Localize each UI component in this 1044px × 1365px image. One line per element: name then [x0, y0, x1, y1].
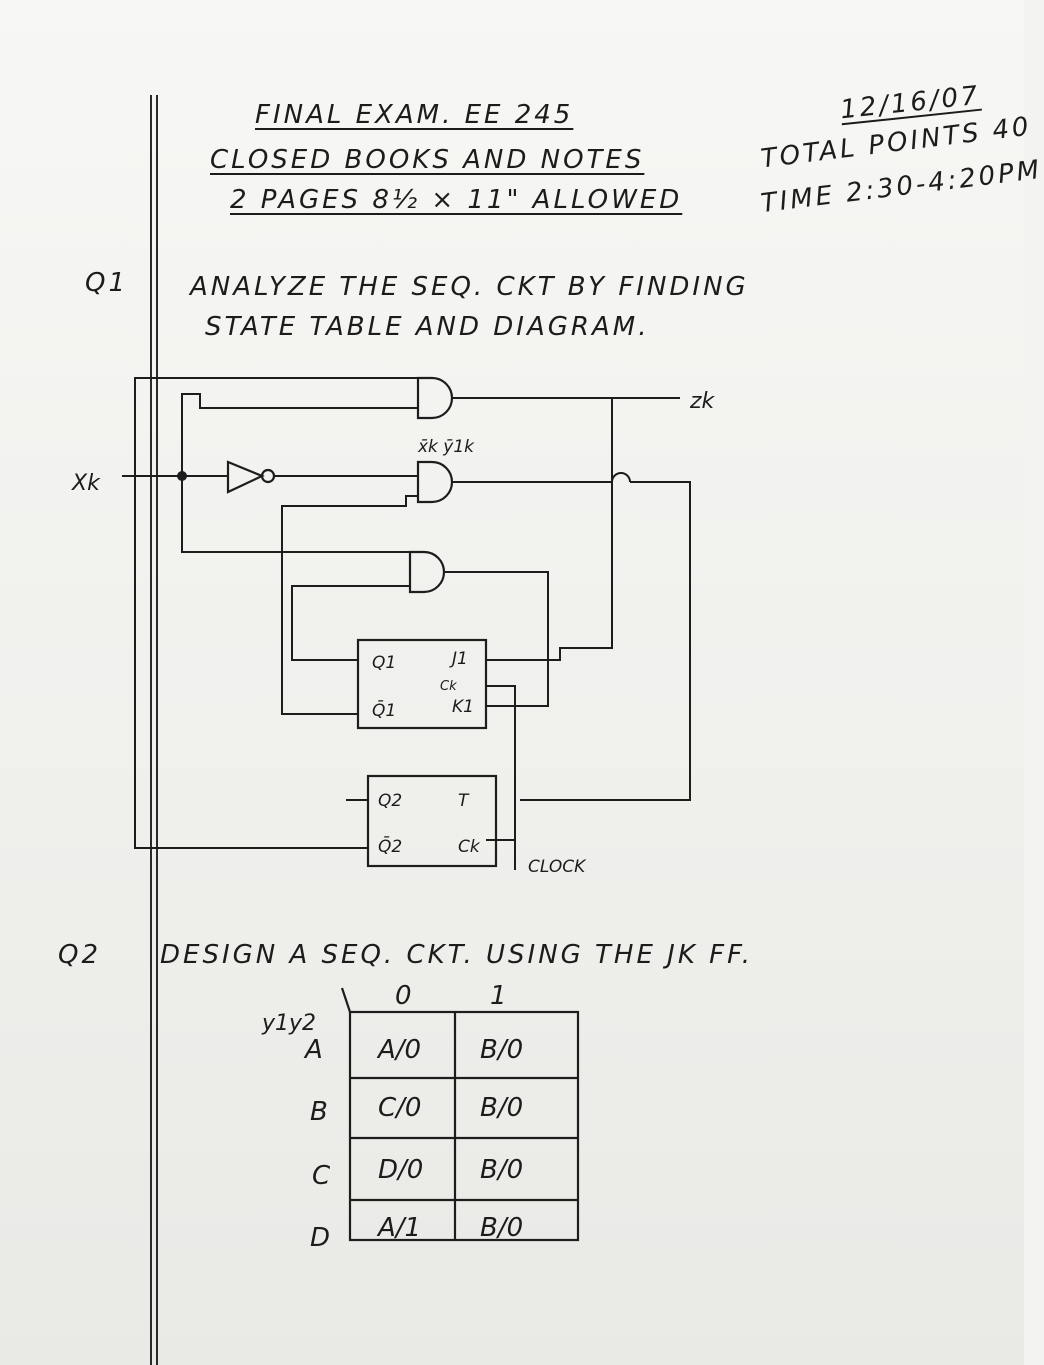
- and-gate-1: [416, 376, 454, 420]
- closed-books-note: CLOSED BOOKS AND NOTES: [210, 145, 645, 175]
- q2-label: Q2: [58, 940, 102, 970]
- ff2-ck-label: Ck: [458, 837, 481, 857]
- cell-d-1: B/0: [480, 1213, 523, 1243]
- table-corner-label: y1y2: [261, 1011, 316, 1036]
- table-col-1: 1: [490, 981, 507, 1011]
- inverter: [226, 460, 265, 494]
- cell-d-0: A/1: [376, 1213, 421, 1243]
- ff1-ck-label: Ck: [440, 679, 457, 694]
- cell-b-1: B/0: [480, 1093, 523, 1123]
- q1-line1: ANALYZE THE SEQ. CKT BY FINDING: [190, 272, 749, 302]
- input-label: Xk: [71, 471, 101, 496]
- flip-flop-1: [356, 638, 488, 730]
- ff1-k-label: K1: [452, 697, 474, 717]
- row-state-a: A: [303, 1035, 323, 1065]
- and-gate-2: [416, 460, 454, 504]
- ff1-j-label: J1: [449, 649, 468, 669]
- ff1-q-label: Q1: [372, 653, 396, 673]
- cell-c-0: D/0: [378, 1155, 423, 1185]
- cell-c-1: B/0: [480, 1155, 523, 1185]
- clock-line: [486, 685, 516, 870]
- row-state-d: D: [310, 1223, 330, 1253]
- q1-line2: STATE TABLE AND DIAGRAM.: [205, 312, 650, 342]
- ff2-qbar-label: Q̄2: [378, 835, 402, 857]
- ff2-q-label: Q2: [378, 791, 402, 811]
- flip-flop-2: [366, 774, 498, 868]
- output-label: zk: [689, 389, 716, 414]
- gate2-term-label: x̄k ȳ1k: [417, 437, 475, 457]
- ff2-t-label: T: [458, 791, 470, 811]
- row-state-b: B: [310, 1097, 328, 1127]
- q2-text: DESIGN A SEQ. CKT. USING THE JK FF.: [160, 940, 753, 970]
- row-state-c: C: [312, 1161, 331, 1191]
- cell-a-0: A/0: [376, 1035, 421, 1065]
- q1-label: Q1: [85, 268, 129, 298]
- table-col-0: 0: [395, 981, 412, 1011]
- cell-b-0: C/0: [378, 1093, 421, 1123]
- pages-allowed: 2 PAGES 8½ × 11" ALLOWED: [230, 185, 683, 215]
- state-table: y1y2 0 1 A A/0 B/0 B C/0 B/0 C D/0 B/0 D…: [261, 981, 580, 1253]
- margin-line: [156, 95, 158, 1365]
- exam-title: FINAL EXAM. EE 245: [255, 100, 574, 130]
- and-gate-3: [408, 550, 446, 594]
- clock-label: CLOCK: [528, 857, 587, 877]
- margin-line: [150, 95, 152, 1365]
- cell-a-1: B/0: [480, 1035, 523, 1065]
- ff1-qbar-label: Q̄1: [372, 699, 396, 721]
